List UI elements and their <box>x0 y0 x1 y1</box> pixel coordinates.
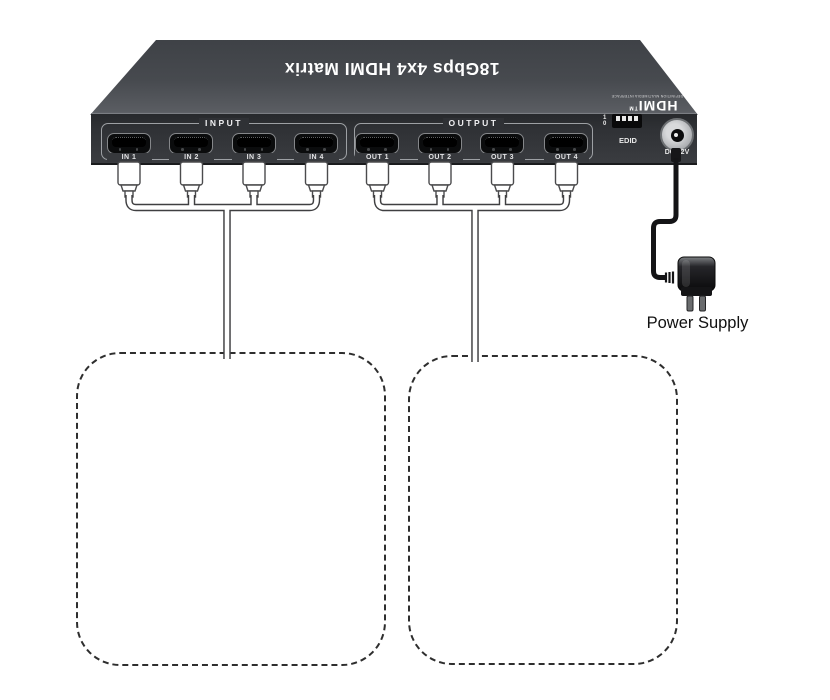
source-devices-box <box>76 352 386 666</box>
dc-voltage-label: DC 12V <box>664 149 690 156</box>
hdmi-port-in2 <box>169 133 213 154</box>
hdmi-port-out2 <box>417 133 462 154</box>
port-label-in2: IN 2 <box>169 153 214 162</box>
dc-jack-highlight <box>673 132 678 137</box>
port-label-out4: OUT 4 <box>544 153 589 162</box>
hdmi-port-out4 <box>544 133 588 154</box>
input-cable-harness <box>117 161 329 359</box>
hdmi-logo: HDMITM HIGH-DEFINITION MULTIMEDIA INTERF… <box>605 90 698 115</box>
port-label-out1: OUT 1 <box>355 153 400 162</box>
power-adapter-plug <box>677 256 716 312</box>
power-cable <box>651 148 681 284</box>
dc-jack-pin-hole <box>670 128 684 142</box>
matrix-device-top-panel: 18Gbps 4x4 HDMI Matrix HDMITM HIGH-DEFIN… <box>90 40 698 115</box>
input-group-label: INPUT <box>199 118 249 129</box>
edid-on-label: 1 <box>603 115 607 121</box>
output-group-label: OUTPUT <box>442 118 505 129</box>
edid-off-label: 0 <box>603 121 607 127</box>
hdmi-port-out3 <box>480 133 524 154</box>
dip-nub <box>622 116 626 121</box>
hdmi-port-in4 <box>294 133 338 154</box>
dip-nub <box>628 116 632 121</box>
input-port-group: INPUT <box>101 118 347 160</box>
port-label-out2: OUT 2 <box>417 153 463 162</box>
sink-devices-box <box>408 355 678 665</box>
edid-switch-positions: 1 0 <box>603 115 606 127</box>
matrix-device-front-panel: INPUT IN 1 IN 2 IN 3 IN 4 OUTPUT OUT 1 O… <box>91 113 697 165</box>
output-cable-harness <box>365 161 579 362</box>
output-port-group: OUTPUT <box>354 118 593 160</box>
dc-power-jack <box>660 118 694 152</box>
hdmi-port-in1 <box>106 133 151 154</box>
hdmi-logo-tagline: HIGH-DEFINITION MULTIMEDIA INTERFACE <box>611 94 695 99</box>
device-title: 18Gbps 4x4 HDMI Matrix <box>284 59 500 79</box>
edid-dip-switch <box>612 114 642 128</box>
port-label-in1: IN 1 <box>106 153 152 162</box>
hdmi-port-in3 <box>231 133 276 154</box>
port-label-in3: IN 3 <box>231 153 277 162</box>
hdmi-port-out1 <box>355 133 399 154</box>
hdmi-logo-word: HDMITM <box>628 98 678 114</box>
edid-label: EDID <box>619 136 637 145</box>
port-label-in4: IN 4 <box>294 153 339 162</box>
dip-nub <box>634 116 638 121</box>
dip-nub <box>616 116 620 121</box>
power-supply-label: Power Supply <box>646 314 749 332</box>
port-label-out3: OUT 3 <box>480 153 525 162</box>
